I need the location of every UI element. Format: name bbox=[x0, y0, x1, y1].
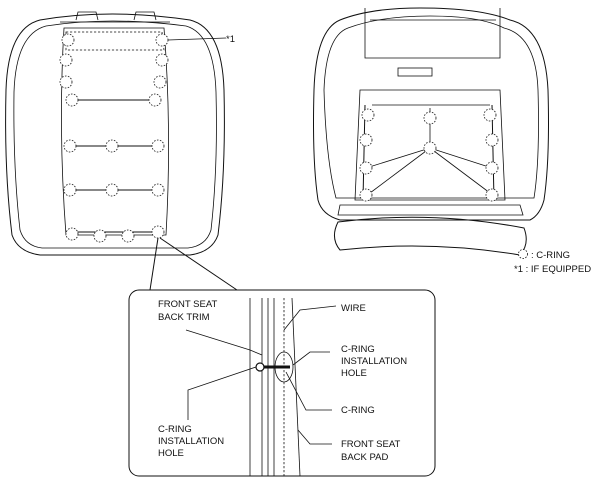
c-ring-icon bbox=[59, 53, 73, 67]
seat-back-frame-view bbox=[313, 7, 549, 256]
detail-callout: FRONT SEAT BACK TRIM WIRE C-RING INSTALL… bbox=[128, 289, 436, 477]
c-ring-icon bbox=[63, 139, 77, 153]
c-ring-icon bbox=[65, 227, 79, 241]
c-ring-markers-left bbox=[59, 33, 169, 243]
c-ring-icon bbox=[423, 111, 437, 125]
footnote-marker: *1 bbox=[226, 34, 235, 45]
trim-inner-outline bbox=[13, 20, 217, 249]
center-panel-top-dashed bbox=[65, 31, 165, 51]
frame-slot bbox=[397, 67, 433, 77]
c-ring-icon bbox=[361, 108, 375, 122]
label-cring-hole-left-2: INSTALLATION bbox=[158, 436, 224, 447]
c-ring-icon bbox=[359, 133, 373, 147]
c-ring-icon bbox=[485, 161, 499, 175]
c-ring-icon bbox=[359, 188, 373, 202]
label-cring-hole-right-2: INSTALLATION bbox=[341, 356, 407, 367]
c-ring-icon bbox=[155, 33, 169, 47]
label-front-seat-back-pad-1: FRONT SEAT bbox=[341, 439, 400, 450]
c-ring-icon bbox=[59, 75, 73, 89]
c-ring-icon bbox=[121, 229, 135, 243]
wire-diag-1 bbox=[365, 147, 431, 197]
c-ring-legend-icon bbox=[518, 249, 528, 259]
pad-curve bbox=[291, 297, 301, 477]
detail-leader-right bbox=[159, 237, 238, 291]
leader-trim bbox=[185, 329, 263, 356]
legend-if-equipped: *1 : IF EQUIPPED bbox=[514, 264, 591, 275]
label-cring-hole-left-3: HOLE bbox=[158, 448, 184, 459]
seat-roll bbox=[334, 216, 527, 256]
detail-box bbox=[128, 289, 436, 477]
c-ring-hole-highlight bbox=[274, 351, 294, 383]
c-ring-icon bbox=[151, 225, 165, 239]
frame-outer-outline bbox=[313, 7, 549, 221]
label-cring-hole-right-3: HOLE bbox=[341, 368, 367, 379]
leader-hole-right bbox=[292, 351, 330, 366]
label-front-seat-back-trim-2: BACK TRIM bbox=[158, 312, 210, 323]
frame-inner-outline bbox=[323, 15, 539, 199]
c-ring-icon bbox=[359, 161, 373, 175]
label-front-seat-back-pad-2: BACK PAD bbox=[341, 452, 388, 463]
c-ring-icon bbox=[63, 183, 77, 197]
center-panel bbox=[61, 27, 169, 236]
wire-frame-left bbox=[362, 104, 366, 201]
label-cring-hole-right-1: C-RING bbox=[341, 344, 375, 355]
detail-leader-left bbox=[149, 237, 159, 291]
c-ring-icon bbox=[483, 108, 497, 122]
trim-outer-outline bbox=[5, 13, 225, 256]
c-ring-icon bbox=[151, 183, 165, 197]
label-wire: WIRE bbox=[341, 303, 366, 314]
wire-diag-2 bbox=[429, 147, 495, 197]
stay-tab-left bbox=[75, 11, 99, 21]
c-ring-icon bbox=[151, 139, 165, 153]
legend: : C-RING *1 : IF EQUIPPED bbox=[514, 249, 591, 275]
headrest-top bbox=[364, 8, 501, 59]
leader-wire bbox=[283, 305, 337, 331]
c-ring-icon bbox=[65, 93, 79, 107]
c-ring-pin-head bbox=[255, 362, 265, 372]
c-ring-icon bbox=[61, 33, 75, 47]
c-ring-icon bbox=[485, 188, 499, 202]
wire-diag-3 bbox=[365, 147, 431, 169]
pad-panel bbox=[354, 89, 506, 201]
c-ring-icon bbox=[155, 53, 169, 67]
legend-cring: : C-RING bbox=[531, 250, 570, 261]
c-ring-icon bbox=[105, 183, 119, 197]
seat-back-trim-view: *1 bbox=[5, 11, 238, 291]
c-ring-icon bbox=[105, 139, 119, 153]
leader-cring bbox=[285, 371, 332, 411]
footnote-leader bbox=[167, 37, 227, 41]
stay-tab-right bbox=[133, 11, 157, 21]
c-ring-markers-right bbox=[359, 108, 499, 202]
leader-hole-left bbox=[187, 366, 257, 420]
c-ring-icon bbox=[485, 133, 499, 147]
wire-diag-4 bbox=[429, 147, 493, 169]
c-ring-icon bbox=[153, 75, 167, 89]
label-cring-hole-left-1: C-RING bbox=[158, 424, 192, 435]
leader-pad bbox=[297, 429, 332, 445]
c-ring-icon bbox=[148, 93, 162, 107]
c-ring-icon bbox=[93, 229, 107, 243]
c-ring-icon bbox=[423, 141, 437, 155]
label-front-seat-back-trim-1: FRONT SEAT bbox=[158, 299, 217, 310]
label-cring: C-RING bbox=[341, 405, 375, 416]
bottom-plate bbox=[337, 204, 524, 216]
